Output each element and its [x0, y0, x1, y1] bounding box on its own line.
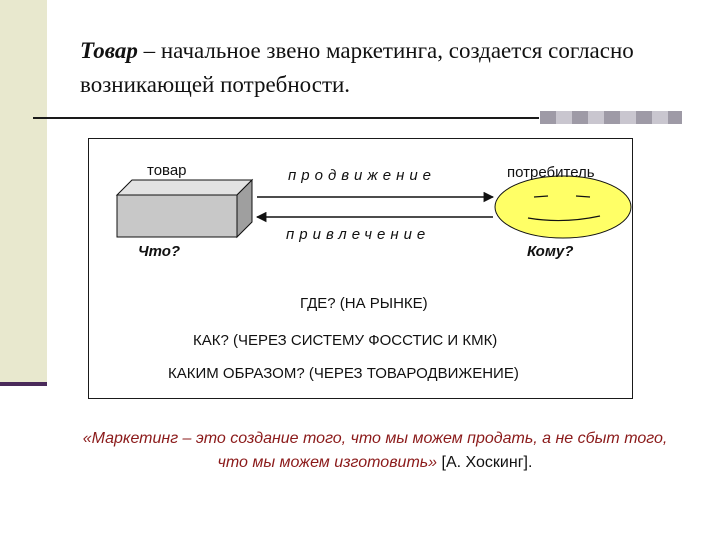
- decorative-swatch: [636, 111, 652, 124]
- quote-attribution: [А. Хоскинг].: [437, 454, 533, 471]
- product-box: [115, 178, 254, 239]
- marketing-quote: «Маркетинг – это создание того, что мы м…: [70, 427, 680, 475]
- quote-text: «Маркетинг – это создание того, что мы м…: [82, 430, 668, 471]
- promotion-label: продвижение: [288, 167, 437, 184]
- title-underline: [33, 117, 539, 119]
- product-question: Что?: [138, 243, 181, 260]
- decorative-swatch: [620, 111, 636, 124]
- consumer-question: Кому?: [527, 243, 574, 260]
- decorative-swatch: [540, 111, 556, 124]
- question-how: КАК? (ЧЕРЕЗ СИСТЕМУ ФОССТИС И КМК): [193, 332, 498, 349]
- title-keyword: Товар: [80, 38, 138, 63]
- decorative-swatch: [604, 111, 620, 124]
- consumer-face-icon: [494, 175, 632, 239]
- decorative-sidebar-line: [0, 382, 47, 386]
- slide-title: Товар – начальное звено маркетинга, созд…: [80, 34, 690, 102]
- attraction-label: привлечение: [286, 226, 431, 243]
- question-which-way: КАКИМ ОБРАЗОМ? (ЧЕРЕЗ ТОВАРОДВИЖЕНИЕ): [168, 365, 519, 382]
- decorative-swatch: [556, 111, 572, 124]
- title-text: – начальное звено маркетинга, создается …: [80, 38, 634, 97]
- question-where: ГДЕ? (НА РЫНКЕ): [300, 295, 428, 312]
- decorative-swatch: [588, 111, 604, 124]
- diagram-frame: [88, 138, 633, 399]
- decorative-swatch: [572, 111, 588, 124]
- decorative-swatch: [668, 111, 682, 124]
- decorative-swatch: [652, 111, 668, 124]
- consumer-label: потребитель: [507, 164, 595, 181]
- decorative-sidebar: [0, 0, 47, 386]
- product-label: товар: [147, 162, 187, 179]
